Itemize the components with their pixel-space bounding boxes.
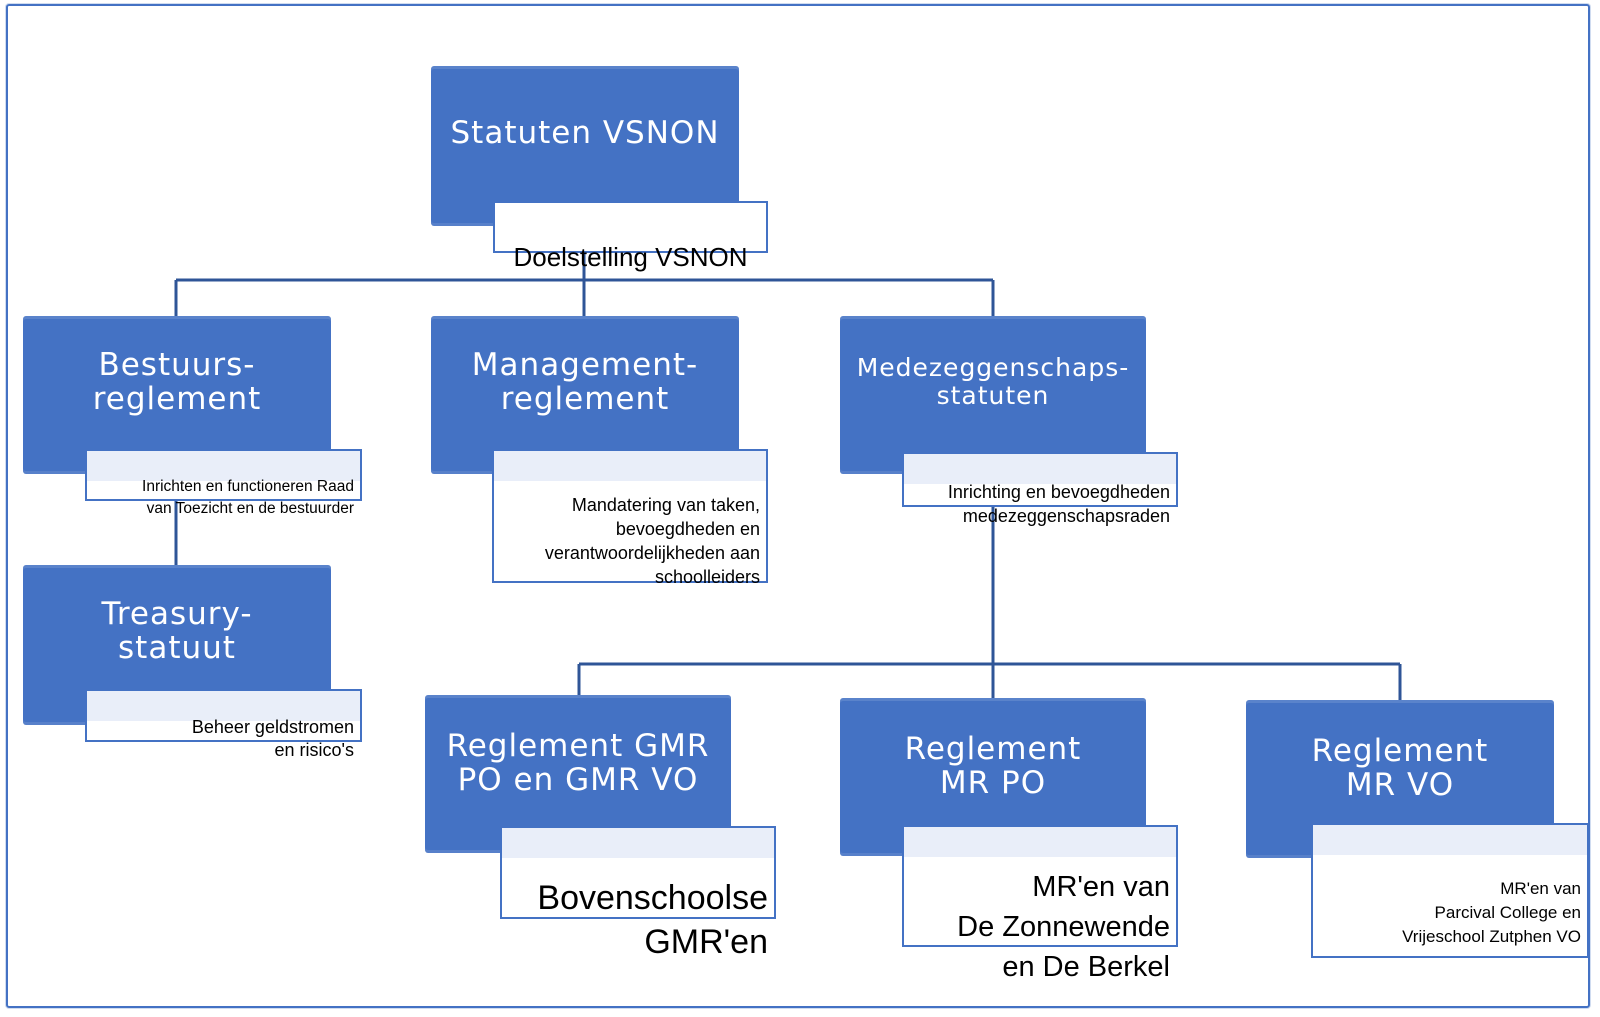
- node-title: Medezeggenschaps- statuten: [856, 353, 1130, 410]
- node-title: Reglement GMR PO en GMR VO: [446, 728, 710, 799]
- subnode-doelstelling: Doelstelling VSNON: [493, 201, 768, 272]
- subnode-text: Mandatering van taken, bevoegdheden en v…: [544, 495, 760, 587]
- subnode-text: Inrichting en bevoegdheden medezeggensch…: [947, 482, 1170, 526]
- diagram-frame: [6, 4, 1590, 1008]
- node-title: Bestuurs- reglement: [92, 347, 262, 418]
- subnode-text: MR'en van De Zonnewende en De Berkel: [957, 871, 1170, 983]
- subnode-mr-vo: MR'en van Parcival College en Vrijeschoo…: [1311, 823, 1589, 958]
- subnode-text: MR'en van Parcival College en Vrijeschoo…: [1402, 879, 1581, 946]
- subnode-medezeggenschap: Inrichting en bevoegdheden medezeggensch…: [902, 452, 1178, 526]
- subnode-gmr: Bovenschoolse GMR'en: [500, 826, 776, 961]
- subnode-text: Bovenschoolse GMR'en: [537, 879, 768, 961]
- subnode-treasury: Beheer geldstromen en risico's: [85, 689, 362, 760]
- node-statuten-vsnon[interactable]: Statuten VSNON: [431, 66, 739, 226]
- node-title: Statuten VSNON: [450, 115, 720, 151]
- subnode-text: Inrichten en functioneren Raad van Toezi…: [142, 478, 354, 517]
- subnode-text: Doelstelling VSNON: [513, 242, 748, 272]
- subnode-text: Beheer geldstromen en risico's: [191, 717, 354, 760]
- node-title: Reglement MR PO: [904, 731, 1082, 802]
- node-title: Reglement MR VO: [1311, 733, 1489, 804]
- node-medezeggenschapsstatuten[interactable]: Medezeggenschaps- statuten: [840, 316, 1146, 474]
- node-bestuursreglement[interactable]: Bestuurs- reglement: [23, 316, 331, 474]
- subnode-mr-po: MR'en van De Zonnewende en De Berkel: [902, 825, 1178, 983]
- subnode-bestuur: Inrichten en functioneren Raad van Toezi…: [85, 449, 362, 517]
- node-title: Management- reglement: [471, 347, 699, 418]
- node-title: Treasury- statuut: [101, 596, 253, 667]
- node-managementreglement[interactable]: Management- reglement: [431, 316, 739, 474]
- subnode-management: Mandatering van taken, bevoegdheden en v…: [492, 449, 768, 587]
